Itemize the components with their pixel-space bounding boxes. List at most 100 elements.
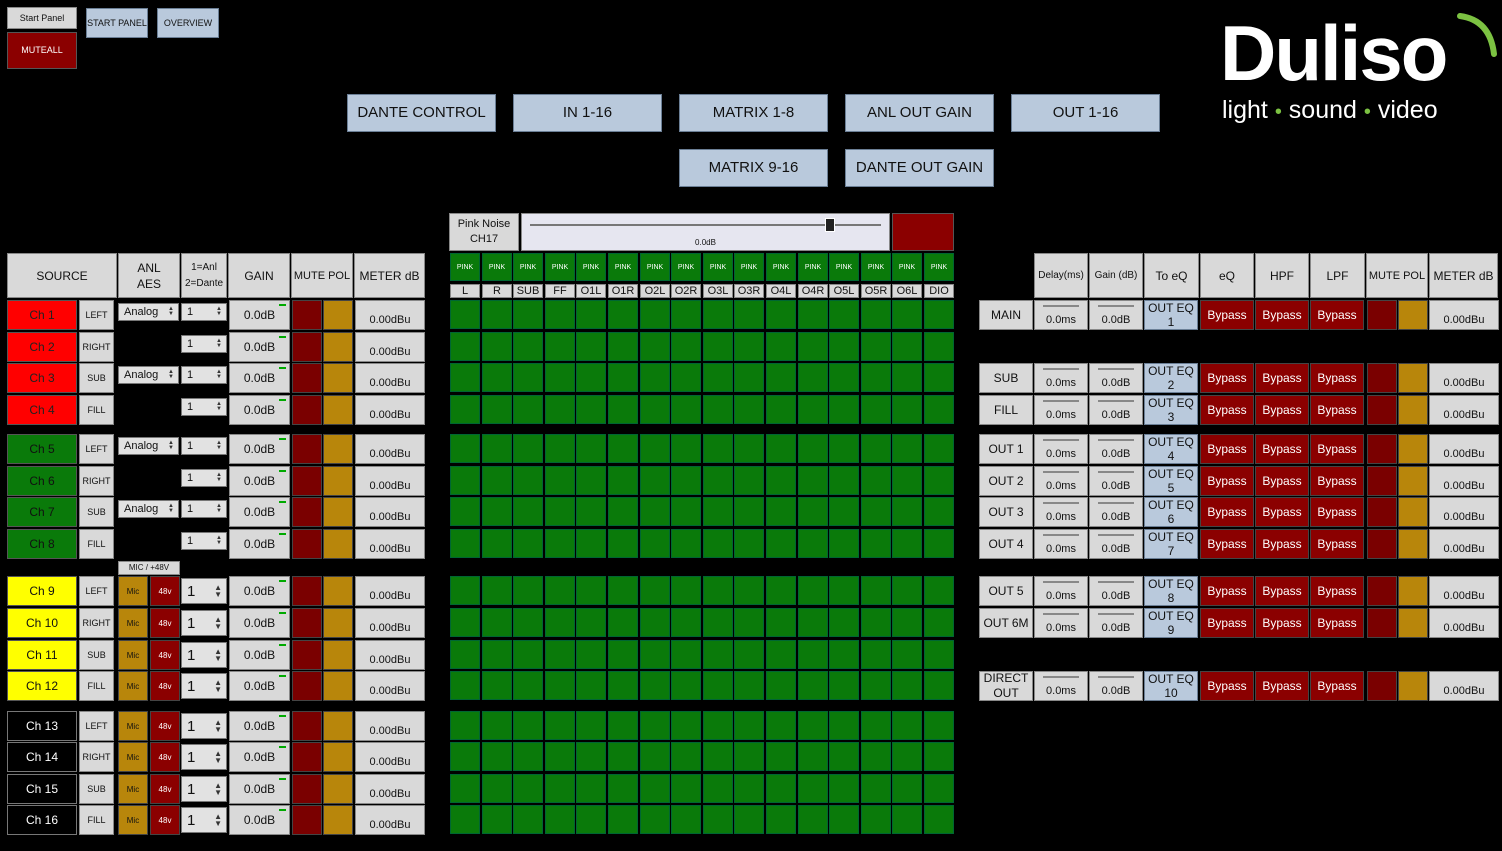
hpf-bypass-button[interactable]: Bypass bbox=[1255, 497, 1309, 527]
matrix-crosspoint[interactable] bbox=[798, 529, 828, 558]
to-eq-button[interactable]: OUT EQ 5 bbox=[1144, 466, 1198, 496]
matrix-crosspoint[interactable] bbox=[798, 671, 828, 700]
matrix-crosspoint[interactable] bbox=[608, 497, 638, 526]
matrix-crosspoint[interactable] bbox=[608, 640, 638, 669]
delay-field[interactable]: 0.0ms bbox=[1034, 497, 1088, 527]
matrix-crosspoint[interactable] bbox=[640, 671, 670, 700]
matrix-crosspoint[interactable] bbox=[734, 640, 764, 669]
matrix-crosspoint[interactable] bbox=[798, 742, 828, 771]
matrix-crosspoint[interactable] bbox=[576, 640, 606, 669]
polarity-button[interactable] bbox=[323, 805, 353, 835]
matrix-crosspoint[interactable] bbox=[766, 363, 796, 392]
matrix-crosspoint[interactable] bbox=[640, 434, 670, 463]
hpf-bypass-button[interactable]: Bypass bbox=[1255, 363, 1309, 393]
matrix-crosspoint[interactable] bbox=[513, 742, 543, 771]
matrix-crosspoint[interactable] bbox=[450, 434, 480, 463]
matrix-crosspoint[interactable] bbox=[671, 395, 701, 424]
to-eq-button[interactable]: OUT EQ 2 bbox=[1144, 363, 1198, 393]
matrix-crosspoint[interactable] bbox=[703, 640, 733, 669]
spinner-arrows-icon[interactable]: ▲▼ bbox=[216, 440, 222, 451]
pink-button[interactable]: PINK bbox=[798, 253, 828, 281]
matrix-crosspoint[interactable] bbox=[703, 711, 733, 740]
anl-aes-select[interactable]: Analog▲▼ bbox=[118, 303, 179, 321]
matrix-crosspoint[interactable] bbox=[482, 529, 512, 558]
matrix-crosspoint[interactable] bbox=[482, 711, 512, 740]
matrix-crosspoint[interactable] bbox=[640, 576, 670, 605]
pink-button[interactable]: PINK bbox=[703, 253, 733, 281]
eq-bypass-button[interactable]: Bypass bbox=[1200, 608, 1254, 638]
matrix-crosspoint[interactable] bbox=[640, 640, 670, 669]
output-gain-field[interactable]: 0.0dB bbox=[1089, 363, 1143, 393]
matrix-crosspoint[interactable] bbox=[576, 363, 606, 392]
matrix-crosspoint[interactable] bbox=[861, 608, 891, 637]
matrix-crosspoint[interactable] bbox=[924, 332, 954, 361]
matrix-crosspoint[interactable] bbox=[861, 395, 891, 424]
nav-anl-out-gain[interactable]: ANL OUT GAIN bbox=[845, 94, 994, 132]
matrix-crosspoint[interactable] bbox=[829, 671, 859, 700]
matrix-crosspoint[interactable] bbox=[545, 671, 575, 700]
matrix-crosspoint[interactable] bbox=[450, 742, 480, 771]
output-polarity-button[interactable] bbox=[1398, 529, 1428, 559]
phantom-48v-button[interactable]: 48v bbox=[150, 576, 180, 606]
matrix-crosspoint[interactable] bbox=[924, 395, 954, 424]
matrix-crosspoint[interactable] bbox=[829, 774, 859, 803]
matrix-crosspoint[interactable] bbox=[482, 363, 512, 392]
spinner-arrows-icon[interactable]: ▲▼ bbox=[168, 503, 174, 514]
input-select-spinner[interactable]: 1▲▼ bbox=[181, 744, 227, 770]
matrix-crosspoint[interactable] bbox=[482, 671, 512, 700]
spinner-arrows-icon[interactable]: ▲▼ bbox=[216, 369, 222, 380]
matrix-crosspoint[interactable] bbox=[829, 711, 859, 740]
polarity-button[interactable] bbox=[323, 363, 353, 393]
hpf-bypass-button[interactable]: Bypass bbox=[1255, 466, 1309, 496]
mute-button[interactable] bbox=[292, 774, 322, 804]
matrix-crosspoint[interactable] bbox=[829, 608, 859, 637]
output-gain-field[interactable]: 0.0dB bbox=[1089, 529, 1143, 559]
matrix-crosspoint[interactable] bbox=[734, 466, 764, 495]
matrix-crosspoint[interactable] bbox=[482, 300, 512, 329]
matrix-crosspoint[interactable] bbox=[861, 742, 891, 771]
spinner-arrows-icon[interactable]: ▲▼ bbox=[214, 749, 222, 765]
input-select-spinner[interactable]: 1▲▼ bbox=[181, 469, 227, 487]
matrix-crosspoint[interactable] bbox=[482, 805, 512, 834]
mic-button[interactable]: Mic bbox=[118, 711, 148, 741]
matrix-crosspoint[interactable] bbox=[545, 497, 575, 526]
matrix-crosspoint[interactable] bbox=[450, 608, 480, 637]
output-mute-button[interactable] bbox=[1367, 529, 1397, 559]
matrix-crosspoint[interactable] bbox=[608, 466, 638, 495]
matrix-crosspoint[interactable] bbox=[576, 576, 606, 605]
matrix-crosspoint[interactable] bbox=[703, 608, 733, 637]
matrix-crosspoint[interactable] bbox=[482, 640, 512, 669]
matrix-crosspoint[interactable] bbox=[608, 805, 638, 834]
fader-knob[interactable] bbox=[825, 218, 836, 232]
source-channel[interactable]: Ch 1 bbox=[7, 300, 77, 330]
output-mute-button[interactable] bbox=[1367, 434, 1397, 464]
source-channel[interactable]: Ch 7 bbox=[7, 497, 77, 527]
matrix-crosspoint[interactable] bbox=[766, 466, 796, 495]
matrix-crosspoint[interactable] bbox=[924, 434, 954, 463]
matrix-crosspoint[interactable] bbox=[892, 466, 922, 495]
pink-button[interactable]: PINK bbox=[766, 253, 796, 281]
matrix-crosspoint[interactable] bbox=[861, 300, 891, 329]
matrix-crosspoint[interactable] bbox=[545, 640, 575, 669]
matrix-crosspoint[interactable] bbox=[703, 529, 733, 558]
mute-button[interactable] bbox=[292, 434, 322, 464]
mute-button[interactable] bbox=[292, 466, 322, 496]
matrix-crosspoint[interactable] bbox=[671, 576, 701, 605]
matrix-crosspoint[interactable] bbox=[450, 671, 480, 700]
matrix-crosspoint[interactable] bbox=[482, 332, 512, 361]
phantom-48v-button[interactable]: 48v bbox=[150, 671, 180, 701]
mute-button[interactable] bbox=[292, 497, 322, 527]
muteall-button[interactable]: MUTEALL bbox=[7, 32, 77, 69]
gain-field[interactable]: 0.0dB bbox=[229, 671, 290, 701]
input-select-spinner[interactable]: 1▲▼ bbox=[181, 532, 227, 550]
spinner-arrows-icon[interactable]: ▲▼ bbox=[168, 369, 174, 380]
matrix-crosspoint[interactable] bbox=[734, 671, 764, 700]
output-gain-field[interactable]: 0.0dB bbox=[1089, 466, 1143, 496]
spinner-arrows-icon[interactable]: ▲▼ bbox=[216, 401, 222, 412]
polarity-button[interactable] bbox=[323, 434, 353, 464]
delay-field[interactable]: 0.0ms bbox=[1034, 608, 1088, 638]
gain-field[interactable]: 0.0dB bbox=[229, 363, 290, 393]
output-mute-button[interactable] bbox=[1367, 671, 1397, 701]
hpf-bypass-button[interactable]: Bypass bbox=[1255, 671, 1309, 701]
matrix-crosspoint[interactable] bbox=[798, 300, 828, 329]
